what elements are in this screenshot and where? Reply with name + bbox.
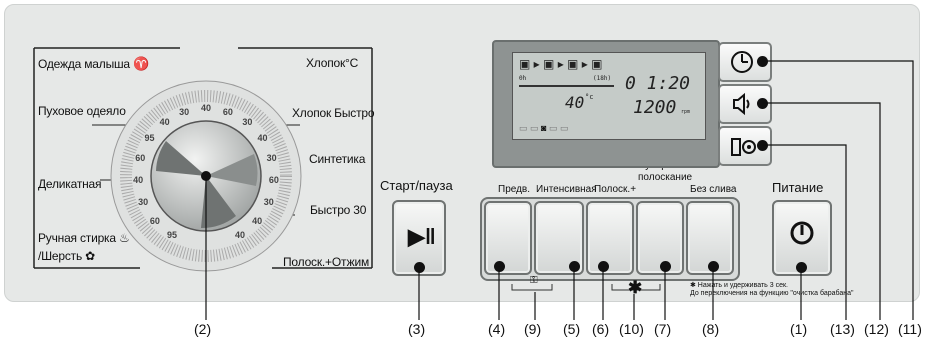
dial-temp-label: 60 (135, 153, 146, 164)
dial-temp-label: 95 (166, 229, 178, 240)
drum-clean-button[interactable] (718, 126, 772, 166)
ref-10: (10) (619, 321, 644, 337)
delay-range-end: (18h) (593, 75, 612, 82)
delay-bar (519, 85, 614, 87)
speaker-icon (733, 92, 750, 116)
temperature-readout: 40 (565, 93, 585, 112)
dial-temp-label: 30 (179, 106, 190, 117)
dial-temp-label: 40 (133, 175, 144, 186)
program-cotton-quick: Хлопок Быстро (292, 106, 375, 120)
no-drain-label: Без слива (690, 184, 737, 195)
rinse-plus-label: Полоск.+ (594, 184, 637, 195)
delay-range-start: 0h (519, 75, 527, 82)
dial-temp-label: 40 (159, 117, 170, 128)
dial-temp-label: 30 (266, 153, 277, 164)
child-lock-icon: ⚿ (530, 275, 538, 286)
cycle-progress-icons: ▣ ▸ ▣ ▸ ▣ ▸ ▣ (519, 57, 603, 71)
status-icons: ▭ ▭ ◙ ▭ ▭ (519, 123, 569, 133)
ref-11: (11) (898, 321, 922, 337)
program-delicate: Деликатная (38, 177, 102, 191)
program-label: Ручная стирка (38, 231, 116, 245)
program-handwash: Ручная стирка ♨ (38, 231, 130, 245)
dial-temp-label: 60 (222, 106, 233, 117)
drum-clean-asterisk: ✱ (628, 278, 643, 297)
dial-temp-label: 30 (138, 197, 149, 208)
note-line-2: До переключения на функцию "очистка бара… (690, 290, 854, 297)
super-rinse-label-2: полоскание (638, 172, 693, 183)
start-pause-label: Старт/пауза (380, 178, 453, 193)
dial-temp-label: 40 (200, 103, 212, 113)
ref-6: (6) (592, 321, 610, 337)
power-icon (790, 221, 814, 245)
ref-7: (7) (654, 321, 672, 337)
program-label: /Шерсть (38, 249, 83, 263)
ref-12: (12) (864, 321, 889, 337)
program-cotton: Хлопок°C (306, 56, 359, 70)
program-synthetic: Синтетика (309, 152, 366, 166)
time-readout: 0 1:20 (625, 73, 691, 94)
rinse-plus-button[interactable] (586, 201, 634, 275)
power-indicator (796, 262, 807, 273)
lcd-display: ▣ ▸ ▣ ▸ ▣ ▸ ▣ 0h (18h) 0 1:20 40 °c 1200… (512, 52, 706, 140)
spin-readout: 1200 (633, 97, 677, 118)
play-pause-icon: ▶‖ (408, 224, 436, 249)
wool-icon: ✿ (85, 249, 96, 263)
program-baby-clothes: Одежда малыша ♈ (38, 56, 149, 72)
start-pause-indicator (414, 262, 425, 273)
clock-icon (731, 51, 753, 73)
dial-temp-label: 30 (242, 117, 253, 128)
ref-4: (4) (488, 321, 506, 337)
intensive-label: Интенсивная (536, 184, 597, 195)
ref-13: (13) (830, 321, 855, 337)
ref-8: (8) (702, 321, 720, 337)
program-quick-30: Быстро 30 (310, 203, 367, 217)
dial-temp-label: 30 (263, 197, 274, 208)
ref-9: (9) (524, 321, 542, 337)
ref-3: (3) (408, 321, 426, 337)
spin-unit: rpm (681, 109, 691, 115)
dial-temp-label: 60 (268, 175, 279, 186)
dial-temp-label: 40 (234, 229, 246, 240)
ref-2: (2) (194, 321, 212, 337)
prewash-label: Предв. (498, 184, 531, 195)
ref-5: (5) (563, 321, 581, 337)
handwash-icon: ♨ (119, 231, 130, 245)
dial-temp-label: 95 (144, 133, 155, 144)
program-duvet: Пуховое одеяло (38, 104, 126, 118)
program-wool: /Шерсть ✿ (38, 249, 95, 263)
ref-1: (1) (790, 321, 808, 337)
drum-clean-icon (731, 138, 756, 156)
baby-icon: ♈ (133, 56, 150, 71)
dial-temp-label: 60 (149, 215, 160, 226)
temperature-unit: °c (585, 93, 594, 101)
program-rinse-spin: Полоск.+Отжим (283, 255, 370, 269)
dial-temp-label: 40 (252, 215, 263, 226)
power-label: Питание (772, 180, 824, 195)
note-line-1: ✱ Нажать и удерживать 3 сек. (690, 282, 788, 289)
dial-temp-label: 40 (257, 133, 268, 144)
prewash-button[interactable] (484, 201, 532, 275)
program-label: Одежда малыша (38, 57, 130, 71)
